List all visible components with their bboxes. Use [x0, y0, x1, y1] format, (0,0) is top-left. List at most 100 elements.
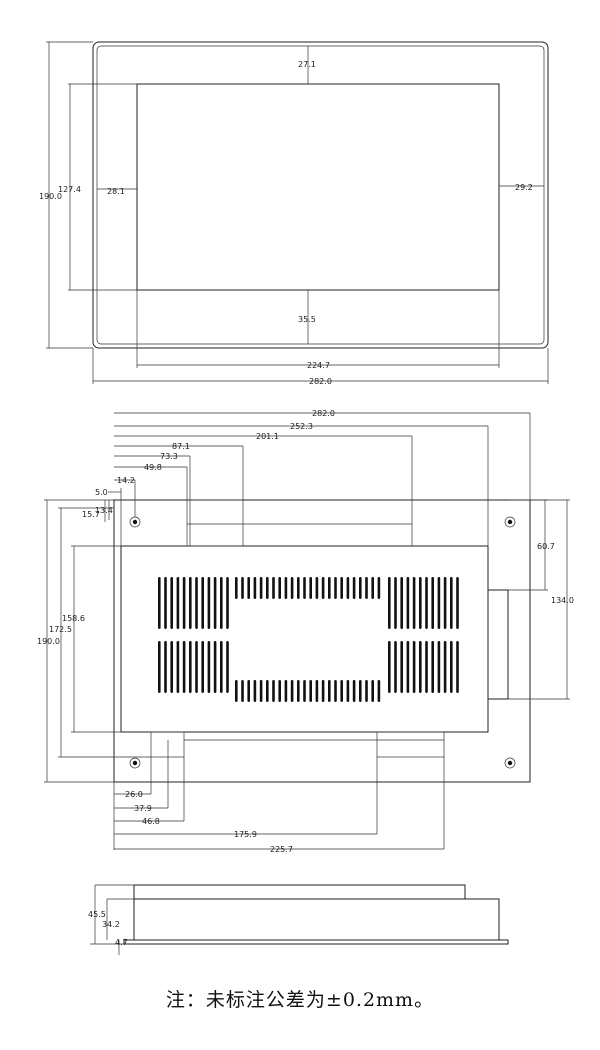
- dim-back-175-9: 175.9: [234, 830, 257, 839]
- vent-slot: [371, 680, 374, 702]
- vent-slot: [309, 577, 312, 599]
- vent-slot: [346, 680, 350, 702]
- vent-slot: [334, 577, 337, 599]
- back-bottom-bracket-right: [376, 731, 445, 758]
- vent-slot: [431, 577, 434, 629]
- vent-slot: [164, 641, 167, 693]
- vent-slot: [371, 577, 374, 599]
- dim-back-15-7: 15.7: [82, 510, 100, 519]
- front-outer-bezel: [92, 41, 549, 349]
- vent-slot: [189, 641, 192, 693]
- vent-slot: [388, 577, 391, 629]
- vent-slot: [259, 577, 263, 599]
- dim-back-13-4: 13.4: [95, 506, 113, 515]
- vent-slot: [388, 641, 391, 693]
- mounting-hole-top-left: [129, 516, 141, 528]
- vent-slot: [201, 641, 204, 693]
- vent-slot: [365, 577, 368, 599]
- dim-front-top-margin: 27.1: [298, 60, 316, 69]
- vent-slot: [377, 680, 381, 702]
- vent-slot: [241, 577, 244, 599]
- vent-slot: [207, 577, 211, 629]
- vent-slot: [425, 577, 428, 629]
- vent-slot: [201, 577, 204, 629]
- side-body: [133, 898, 500, 941]
- mounting-hole-bottom-right: [504, 757, 516, 769]
- side-front-bezel: [123, 939, 509, 945]
- vent-slot: [284, 577, 288, 599]
- vent-slot: [207, 641, 211, 693]
- vent-slot: [315, 577, 319, 599]
- vent-slot: [195, 641, 198, 693]
- vent-slot: [189, 577, 192, 629]
- vent-slot: [334, 680, 337, 702]
- vent-slot: [443, 577, 447, 629]
- vent-slot: [377, 577, 381, 599]
- dim-back-overall-height: 190.0: [37, 637, 60, 646]
- vent-slot: [450, 641, 453, 693]
- vent-slot: [412, 641, 416, 693]
- vent-slot: [170, 641, 173, 693]
- back-side-connector: [487, 589, 509, 700]
- vent-slot: [297, 577, 300, 599]
- vent-slot: [213, 641, 217, 693]
- tolerance-note: 注：未标注公差为±0.2mm。: [165, 989, 435, 1011]
- vent-slot: [247, 680, 250, 702]
- vent-slot: [456, 641, 459, 693]
- dim-back-134-0: 134.0: [551, 596, 574, 605]
- back-housing: [120, 545, 489, 733]
- vent-slot: [164, 577, 167, 629]
- vent-slot: [365, 680, 368, 702]
- vent-slot: [213, 577, 217, 629]
- mounting-hole-bottom-left: [129, 757, 141, 769]
- dim-back-26-0: 26.0: [125, 790, 143, 799]
- vent-slot: [394, 577, 397, 629]
- back-bottom-bracket-left: [150, 731, 185, 758]
- dim-back-5-0: 5.0: [95, 488, 108, 497]
- dim-back-37-9: 37.9: [134, 804, 152, 813]
- vent-slot: [220, 577, 223, 629]
- vent-slot: [235, 680, 238, 702]
- vent-slot: [278, 577, 281, 599]
- ventilation-grille: [158, 577, 459, 702]
- dim-side-bezel-depth: 4.7: [115, 938, 128, 947]
- vent-slot: [359, 577, 362, 599]
- dim-back-87-1: 87.1: [172, 442, 190, 451]
- back-view: 282.0 252.3 201.1 87.1 73.3 49.8 14.2 5.…: [37, 409, 574, 854]
- dim-front-overall-width: 282.0: [309, 377, 332, 386]
- vent-slot: [220, 641, 223, 693]
- dim-back-overall-width: 282.0: [312, 409, 335, 418]
- vent-slot: [303, 577, 306, 599]
- dim-back-14-2: 14.2: [117, 476, 135, 485]
- vent-slot: [226, 641, 229, 693]
- dim-front-inner-width: 224.7: [307, 361, 330, 370]
- vent-slot: [352, 577, 356, 599]
- vent-slot: [443, 641, 447, 693]
- vent-slot: [352, 680, 356, 702]
- vent-slot: [266, 577, 269, 599]
- side-rear-cover: [133, 884, 466, 900]
- vent-slot: [456, 577, 459, 629]
- dim-back-46-8: 46.8: [142, 817, 160, 826]
- mounting-hole-top-right: [504, 516, 516, 528]
- vent-slot: [253, 680, 257, 702]
- vent-slot: [235, 577, 238, 599]
- dim-front-right-margin: 29.2: [515, 183, 533, 192]
- back-outer-frame: [113, 499, 531, 783]
- vent-slot: [272, 680, 275, 702]
- vent-slot: [182, 641, 186, 693]
- vent-slot: [425, 641, 428, 693]
- vent-slot: [158, 577, 161, 629]
- dim-front-inner-height: 127.4: [58, 185, 81, 194]
- dim-front-bottom-margin: 35.5: [298, 315, 316, 324]
- vent-slot: [253, 577, 257, 599]
- vent-slot: [309, 680, 312, 702]
- vent-slot: [241, 680, 244, 702]
- vent-slot: [176, 577, 180, 629]
- side-view: 45.5 34.2 4.7: [88, 884, 509, 955]
- vent-slot: [226, 577, 229, 629]
- vent-slot: [278, 680, 281, 702]
- front-bezel-inner-edge: [96, 45, 545, 345]
- vent-slot: [419, 577, 422, 629]
- vent-slot: [400, 577, 403, 629]
